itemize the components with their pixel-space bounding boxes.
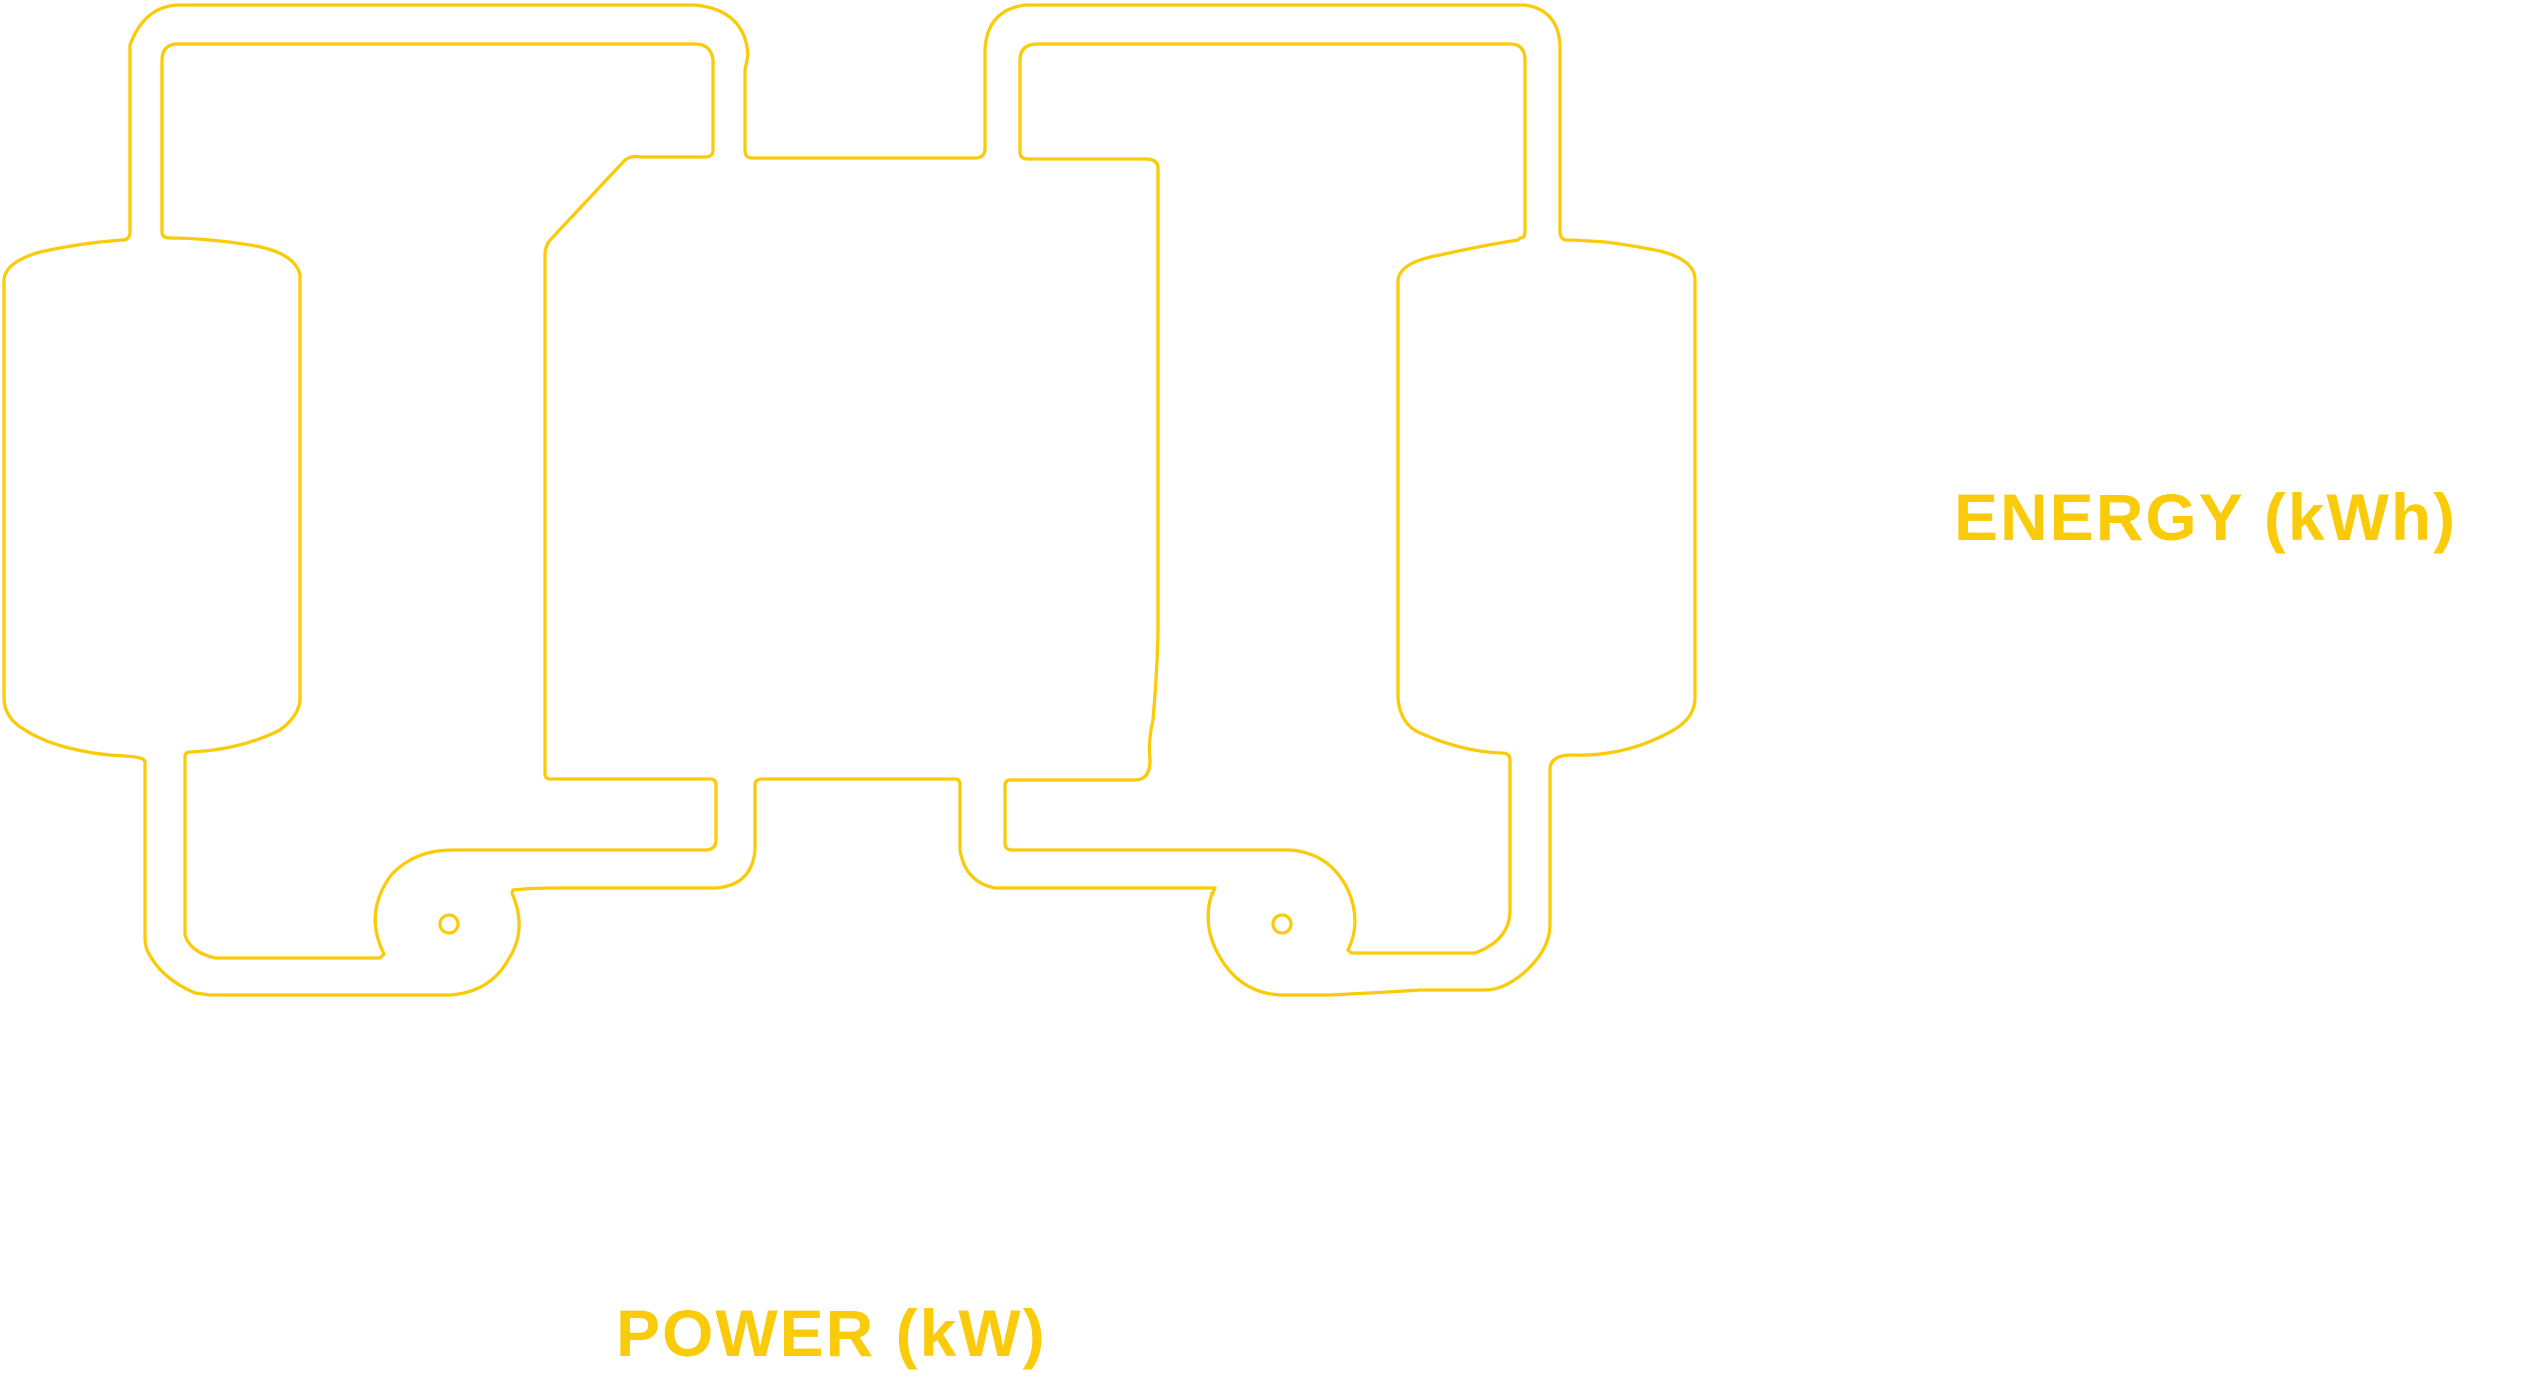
left-bracket-inner-outline xyxy=(160,42,718,960)
left-bracket-body-outline xyxy=(2,3,1697,997)
left-mounting-hole xyxy=(438,913,460,935)
right-bracket-inner-outline xyxy=(1003,42,1527,955)
energy-label: ENERGY (kWh) xyxy=(1954,480,2458,554)
left-bracket-outer-outline xyxy=(178,3,1027,160)
right-mounting-hole xyxy=(1271,913,1293,935)
power-label: POWER (kW) xyxy=(616,1296,1047,1370)
